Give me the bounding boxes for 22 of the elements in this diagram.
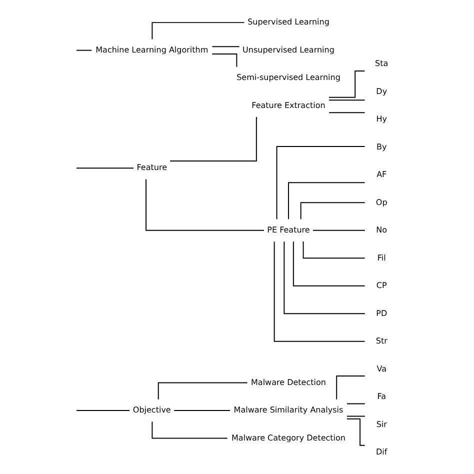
connector [328,99,366,100]
connector [336,374,366,400]
connector [292,240,366,286]
connector [146,178,264,230]
connector [346,415,366,416]
connector [152,22,245,40]
connector [76,167,134,168]
connector [302,240,366,258]
connector [300,202,366,220]
connector [212,46,240,47]
connector [76,49,92,50]
connector [170,116,257,162]
connector [288,182,366,220]
connector [276,146,366,220]
connector [346,402,366,404]
connector [284,240,366,314]
connector [328,112,366,113]
connector [152,420,228,438]
connector [312,229,366,230]
connector [274,240,366,342]
connector [212,53,238,67]
connector [158,382,248,400]
